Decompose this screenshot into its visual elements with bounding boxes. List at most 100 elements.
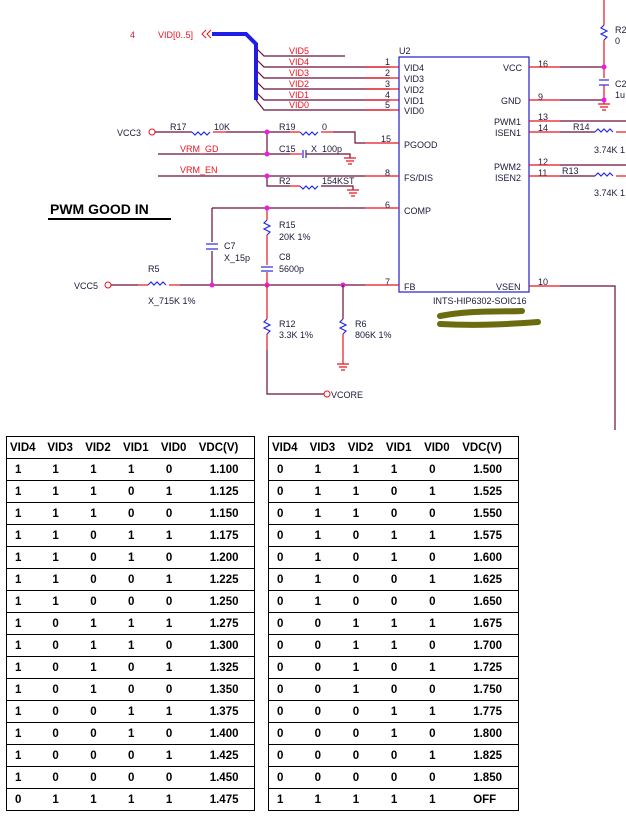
vdc-cell: 1.275 [195,612,255,635]
resistor-icon [338,318,348,335]
vid-bit-cell: 0 [268,744,307,767]
vdc-cell: 1.350 [195,678,255,701]
r2-value: 154KST [322,176,355,186]
pin-num: 13 [538,112,548,122]
pin-name: COMP [404,206,431,216]
vid-bit-cell: 1 [6,590,45,613]
vid-bit-cell: 0 [82,524,121,547]
vid-bit-cell: 0 [268,480,307,503]
vid-bit-cell: 0 [268,568,307,591]
vid-bit-cell: 1 [82,678,121,701]
vid-bit-cell: 1 [421,744,460,767]
vid-bit-cell: 0 [157,678,196,701]
vdc-cell: 1.575 [459,524,519,547]
r15-ref: R15 [279,220,296,230]
net-vid5: VID5 [289,46,309,56]
port-vcc5: VCC5 [74,281,98,291]
vid-bit-cell: 1 [306,524,345,547]
c7-ref: C7 [224,241,236,251]
vid-bit-cell: 0 [120,744,158,767]
vcc-decoupling: R2 0 C2 1u [598,0,626,111]
vid-bit-cell: 1 [82,502,121,525]
vid-bit-cell: 1 [6,502,45,525]
pin-name: FB [404,282,416,292]
column-header: VID4 [6,436,45,459]
vdc-cell: 1.450 [195,766,255,789]
vdc-cell: 1.100 [195,458,255,481]
vid-bit-cell: 1 [6,546,45,569]
pin-name: VCC [503,63,523,73]
r5-value: X_715K 1% [148,296,196,306]
vdc-cell: 1.375 [195,700,255,723]
c2-ref: C2 [615,79,626,89]
vdc-cell: 1.500 [459,458,519,481]
sheet-ref: 4 [130,30,135,40]
vid-bit-cell: 0 [382,766,422,789]
vid-bit-cell: 0 [44,744,83,767]
ic-ref: U2 [399,46,411,56]
port-vcc3: VCC3 [117,128,141,138]
vid-bit-cell: 0 [82,546,121,569]
ground-icon [347,189,359,197]
pin-num: 11 [538,168,547,178]
bus-name: VID[0..5] [158,30,193,40]
r14-value: 3.74K 1 [594,145,625,155]
vid-bit-cell: 0 [82,568,121,591]
vid-bit-cell: 1 [120,700,158,723]
vid-bit-cell: 1 [344,480,383,503]
pin-num: 10 [538,277,548,287]
r5-ref: R5 [148,264,160,274]
vid-bit-cell: 0 [421,590,460,613]
vid-bit-cell: 1 [6,678,45,701]
r19-ref: R19 [279,122,296,132]
vid-bit-cell: 0 [44,766,83,789]
resistor-icon [147,281,167,286]
vid-bit-cell: 1 [120,634,158,657]
pin-num: 9 [538,92,543,102]
vid-bit-cell: 1 [44,480,83,503]
pin-num: 8 [385,168,390,178]
r12-value: 3.3K 1% [279,330,313,340]
ic-u2: U2 INTS-HIP6302-SOIC16 1 VID4 2 VID3 3 V… [365,46,626,430]
ground-icon [344,157,356,165]
vid-bit-cell: 0 [120,480,158,503]
vid-bit-cell: 0 [268,700,307,723]
vid-bit-cell: 0 [268,524,307,547]
net-vid1: VID1 [289,90,309,100]
pin-num: 14 [538,123,548,133]
vid-bit-cell: 1 [82,634,121,657]
column-header: VID4 [268,436,307,459]
vdc-cell: 1.625 [459,568,519,591]
r6-ref: R6 [355,319,367,329]
column-header: VID1 [120,436,158,459]
vid-bit-cell: 0 [157,766,196,789]
pin-num: 2 [385,68,390,78]
vid-bit-cell: 1 [382,788,422,811]
vid-bit-cell: 1 [6,700,45,723]
pin-num: 7 [385,277,390,287]
vid-bit-cell: 1 [157,656,196,679]
vid-bit-cell: 0 [382,744,422,767]
vid-bit-cell: 0 [82,700,121,723]
net-vid2: VID2 [289,79,309,89]
vid-bit-cell: 0 [44,722,83,745]
column-header: VID2 [82,436,121,459]
pgood-network: VCC3 R17 10K R19 0 VRM_GD C15 X_100p VRM… [117,122,365,197]
vdc-cell: 1.125 [195,480,255,503]
column-header: VID0 [157,436,196,459]
column-header: VID2 [344,436,383,459]
vid-bit-cell: 0 [82,744,121,767]
vid-bit-cell: 0 [382,590,422,613]
vdc-cell: OFF [459,788,519,811]
vid-bit-cell: 0 [421,722,460,745]
vdc-cell: 1.175 [195,524,255,547]
